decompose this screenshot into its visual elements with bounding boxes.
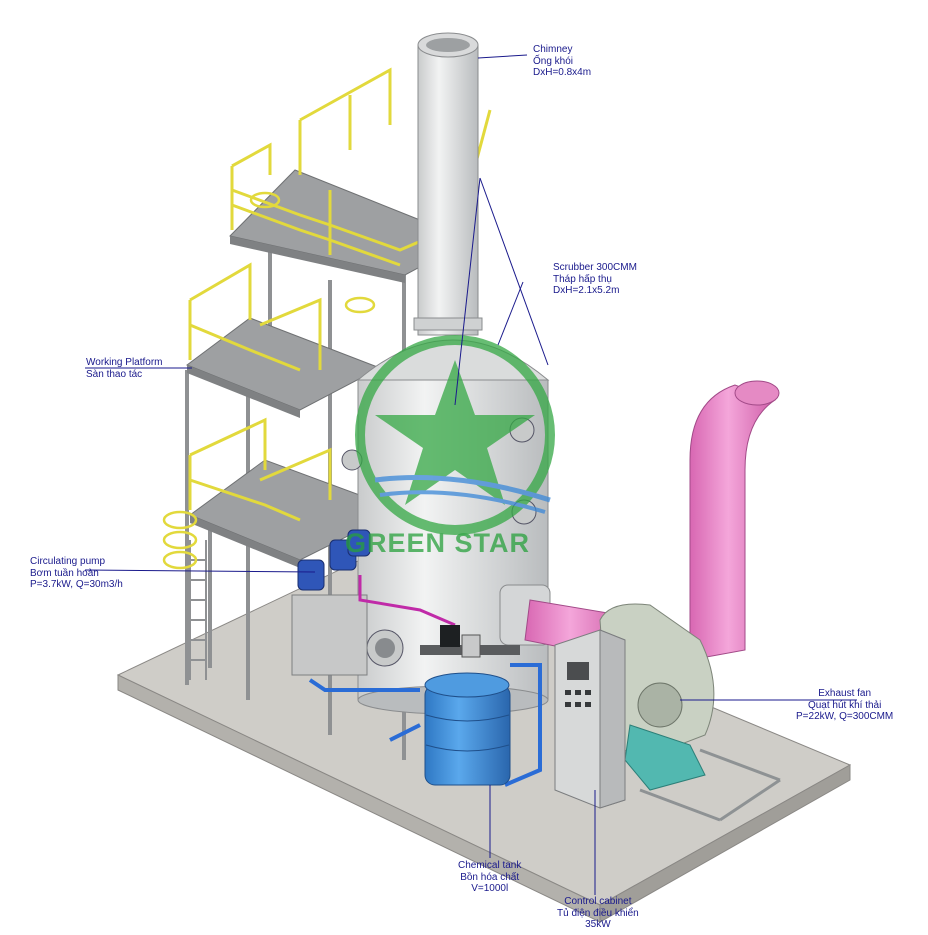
piping: [308, 575, 542, 787]
chimney-label: Chimney Ống khói DxH=0.8x4m: [533, 44, 591, 79]
scrubber-label-line1: Scrubber 300CMM: [553, 262, 637, 273]
cabinet-label: Control cabinet Tủ điện điều khiển 35kW: [557, 896, 639, 931]
cabinet-label-line3: 35kW: [585, 919, 611, 930]
pump-label-line2: Bơm tuần hoàn: [30, 567, 99, 579]
chimney: [413, 32, 483, 336]
fan-label-line1: Exhaust fan: [818, 688, 872, 699]
platform-label-line1: Working Platform: [86, 357, 163, 368]
fan-label-line3: P=22kW, Q=300CMM: [796, 711, 894, 722]
fan-label-line2: Quạt hút khí thải: [807, 699, 882, 711]
platform-label-line2: Sàn thao tác: [86, 368, 143, 380]
exhaust-fan: [599, 603, 781, 822]
tank-label: Chemical tank Bồn hóa chất V=1000l: [458, 860, 521, 895]
exhaust-duct: [524, 380, 780, 661]
green-star-logo: [355, 335, 555, 535]
chemical-tank: [420, 625, 520, 786]
pump-label-line3: P=3.7kW, Q=30m3/h: [30, 579, 123, 590]
scrubber-label-line2: Tháp hấp thụ: [553, 273, 612, 285]
scrubber-label-line3: DxH=2.1x5.2m: [553, 285, 620, 296]
platform-label: Working Platform Sàn thao tác: [86, 357, 163, 380]
scrubber-label: Scrubber 300CMM Tháp hấp thụ DxH=2.1x5.2…: [553, 262, 637, 297]
circulating-pump: [291, 529, 371, 676]
pump-label-line1: Circulating pump: [30, 556, 106, 567]
chimney-label-line2: Ống khói: [533, 55, 574, 67]
leader-lines: [84, 54, 857, 895]
pump-label: Circulating pump Bơm tuần hoàn P=3.7kW, …: [30, 556, 123, 591]
chimney-label-line1: Chimney: [533, 44, 573, 55]
tank-label-line3: V=1000l: [471, 883, 509, 894]
working-platform: [162, 67, 492, 760]
watermark-text: GREEN STAR: [345, 528, 531, 558]
control-cabinet: [554, 629, 626, 809]
fan-label: Exhaust fan Quạt hút khí thải P=22kW, Q=…: [796, 688, 893, 723]
tank-label-line2: Bồn hóa chất: [460, 871, 520, 883]
tank-label-line1: Chemical tank: [458, 860, 522, 871]
chimney-label-line3: DxH=0.8x4m: [533, 67, 592, 78]
cabinet-label-line1: Control cabinet: [564, 896, 632, 907]
cabinet-label-line2: Tủ điện điều khiển: [557, 907, 639, 919]
